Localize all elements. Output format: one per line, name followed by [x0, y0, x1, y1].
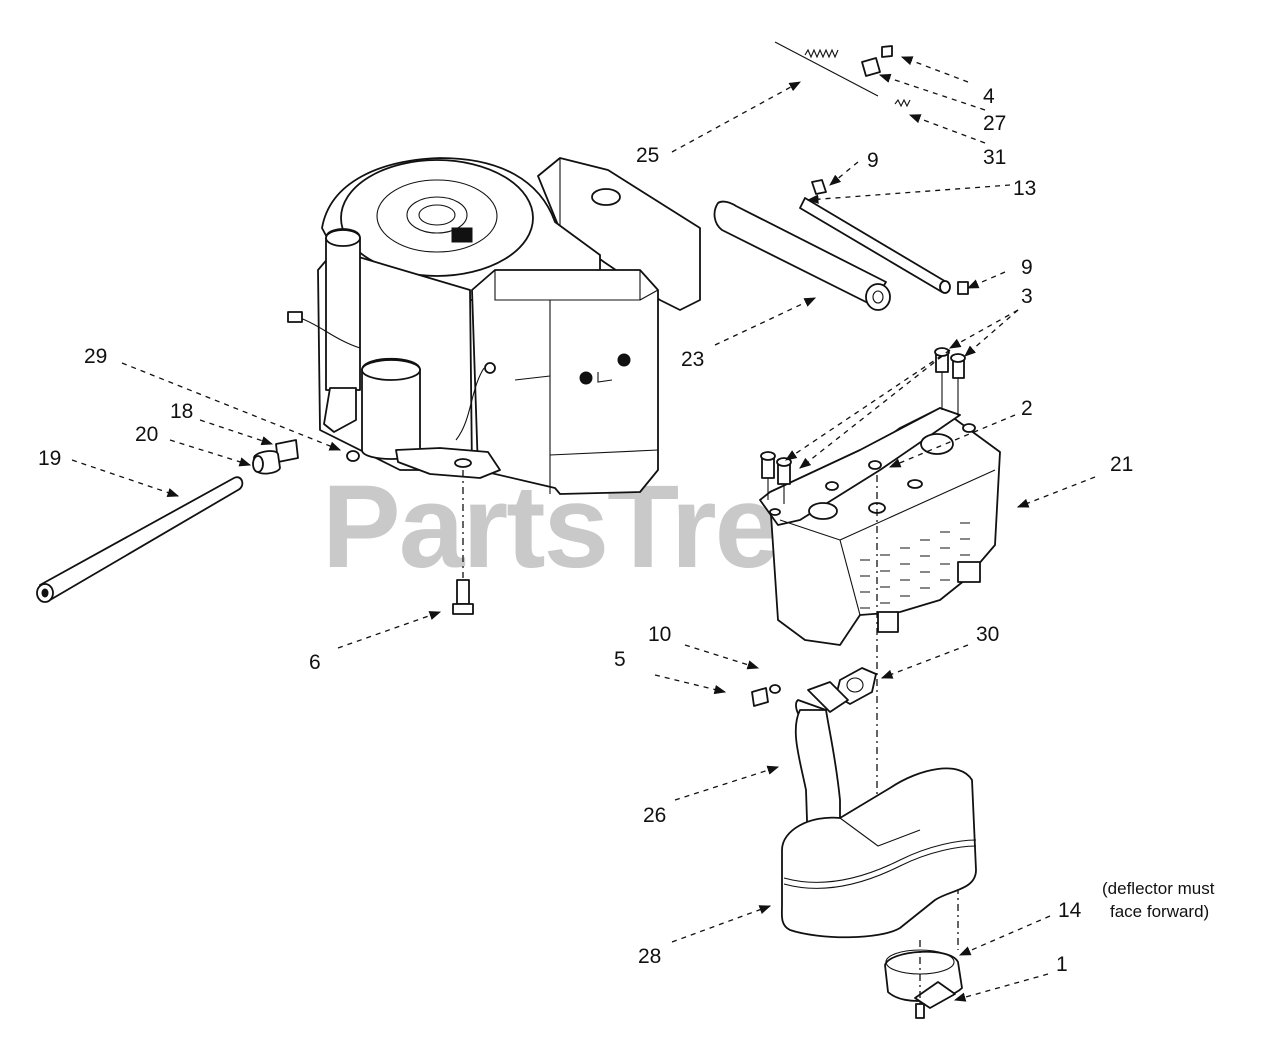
note-line-2: face forward) [1110, 902, 1209, 921]
heat-shield-part-21 [759, 347, 1001, 646]
leader-26 [674, 765, 780, 801]
leader-28 [671, 905, 772, 943]
engine-illustration [287, 157, 701, 495]
leader-13 [806, 184, 1011, 204]
linkage-part-25 [774, 41, 911, 108]
callout-31: 31 [983, 146, 1006, 169]
callout-6: 6 [309, 651, 321, 674]
callout-19: 19 [38, 447, 61, 470]
leader-3d [799, 349, 951, 469]
callout-10: 10 [648, 623, 671, 646]
pipe-part-23 [713, 200, 891, 311]
leader-3b [964, 309, 1019, 357]
leader-18 [199, 419, 274, 446]
leader-9-top [829, 161, 859, 186]
fitting-part-18-20 [252, 439, 299, 475]
callout-5: 5 [614, 648, 626, 671]
callout-26: 26 [643, 804, 666, 827]
bolt-part-6 [452, 470, 474, 615]
leader-2 [888, 414, 1016, 468]
nut-part-29 [346, 450, 360, 462]
leader-14 [958, 915, 1051, 956]
muffler-part-28 [780, 767, 977, 939]
callout-14: 14 [1058, 899, 1082, 922]
deflector-note: (deflector must face forward) [1102, 879, 1215, 921]
leader-9-right [966, 271, 1006, 289]
callout-labels: 4 27 31 25 9 13 9 3 23 29 18 20 19 2 21 … [38, 85, 1133, 976]
callout-9-right: 9 [1021, 256, 1033, 279]
leader-31 [908, 114, 986, 144]
leader-21 [1016, 476, 1096, 508]
leader-27 [878, 73, 986, 111]
leader-4 [900, 56, 969, 83]
callout-23: 23 [681, 348, 704, 371]
leader-23 [714, 297, 817, 346]
callout-27: 27 [983, 112, 1006, 135]
hose-part-19 [36, 476, 244, 603]
callout-30: 30 [976, 623, 999, 646]
leader-10 [684, 644, 760, 670]
callout-9-top: 9 [867, 149, 879, 172]
callout-21: 21 [1110, 453, 1133, 476]
leader-20 [169, 439, 252, 467]
callout-18: 18 [170, 400, 193, 423]
leader-3a [948, 309, 1019, 349]
callout-1: 1 [1056, 953, 1068, 976]
leader-5 [654, 674, 727, 695]
screw-part-10-5 [751, 684, 781, 707]
leader-6 [337, 611, 442, 649]
callout-28: 28 [638, 945, 661, 968]
callout-13: 13 [1013, 177, 1036, 200]
leader-3c [785, 349, 951, 461]
rod-part-13 [799, 179, 969, 295]
leader-19 [71, 459, 180, 498]
leader-1 [953, 973, 1049, 1002]
callout-4: 4 [983, 85, 995, 108]
callout-20: 20 [135, 423, 158, 446]
deflector-part-14 [884, 940, 963, 1019]
callout-29: 29 [84, 345, 107, 368]
callout-2: 2 [1021, 397, 1033, 420]
leader-30 [880, 644, 969, 679]
leader-25 [671, 81, 802, 153]
callout-3: 3 [1021, 285, 1033, 308]
leader-lines [71, 56, 1096, 1002]
note-line-1: (deflector must [1102, 879, 1215, 898]
callout-25: 25 [636, 144, 659, 167]
